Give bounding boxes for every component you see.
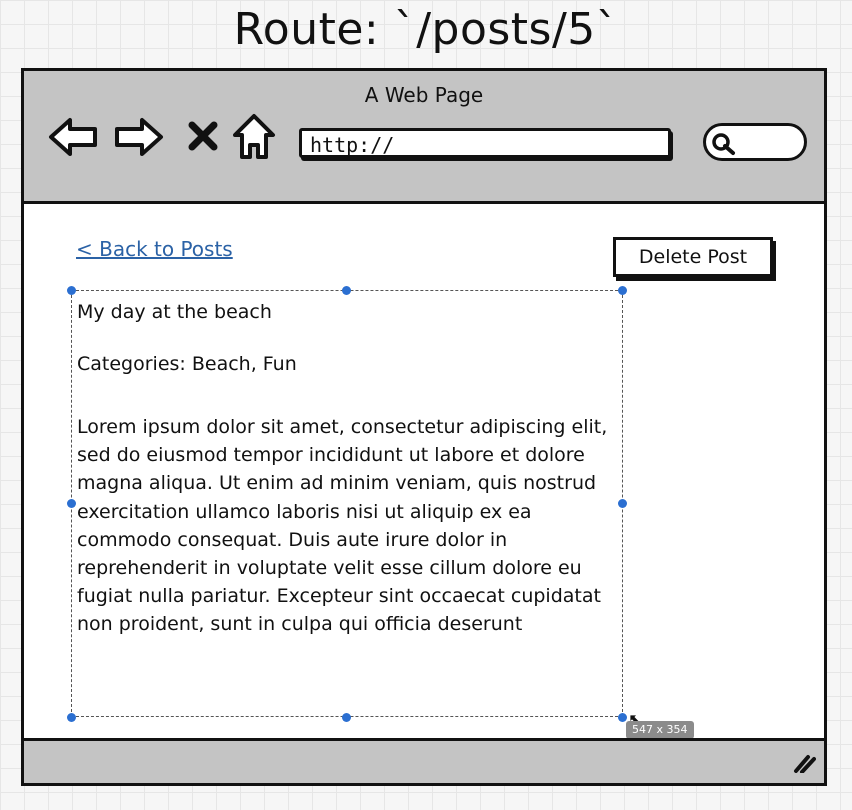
- search-input[interactable]: [703, 123, 807, 161]
- selection-handle-bottom-left[interactable]: [67, 713, 76, 722]
- selection-handle-top-right[interactable]: [618, 286, 627, 295]
- selection-handle-left[interactable]: [67, 499, 76, 508]
- delete-post-button[interactable]: Delete Post: [613, 237, 773, 277]
- back-to-posts-link[interactable]: < Back to Posts: [76, 237, 233, 261]
- browser-statusbar: [24, 738, 824, 783]
- route-title: Route: `/posts/5`: [233, 4, 619, 55]
- selection-handle-top-left[interactable]: [67, 286, 76, 295]
- post-categories: Categories: Beach, Fun: [77, 353, 297, 375]
- home-icon[interactable]: [232, 113, 276, 161]
- back-arrow-icon[interactable]: [48, 117, 98, 157]
- selection-handle-bottom-right[interactable]: [618, 713, 627, 722]
- post-title: My day at the beach: [77, 301, 272, 323]
- browser-window: A Web Page http://: [21, 68, 827, 786]
- close-icon[interactable]: [188, 121, 218, 151]
- browser-page-title: A Web Page: [364, 83, 484, 107]
- size-tooltip: 547 x 354: [626, 721, 694, 739]
- post-content-selection[interactable]: My day at the beach Categories: Beach, F…: [71, 290, 623, 717]
- selection-handle-top[interactable]: [342, 286, 351, 295]
- browser-toolbar: A Web Page http://: [24, 71, 824, 204]
- post-body: Lorem ipsum dolor sit amet, consectetur …: [77, 416, 608, 636]
- url-input[interactable]: http://: [299, 128, 671, 158]
- url-text: http://: [310, 133, 395, 157]
- selection-handle-right[interactable]: [618, 499, 627, 508]
- forward-arrow-icon[interactable]: [114, 117, 164, 157]
- search-icon[interactable]: [711, 132, 737, 160]
- resize-grip-icon[interactable]: [790, 751, 816, 777]
- selection-handle-bottom[interactable]: [342, 713, 351, 722]
